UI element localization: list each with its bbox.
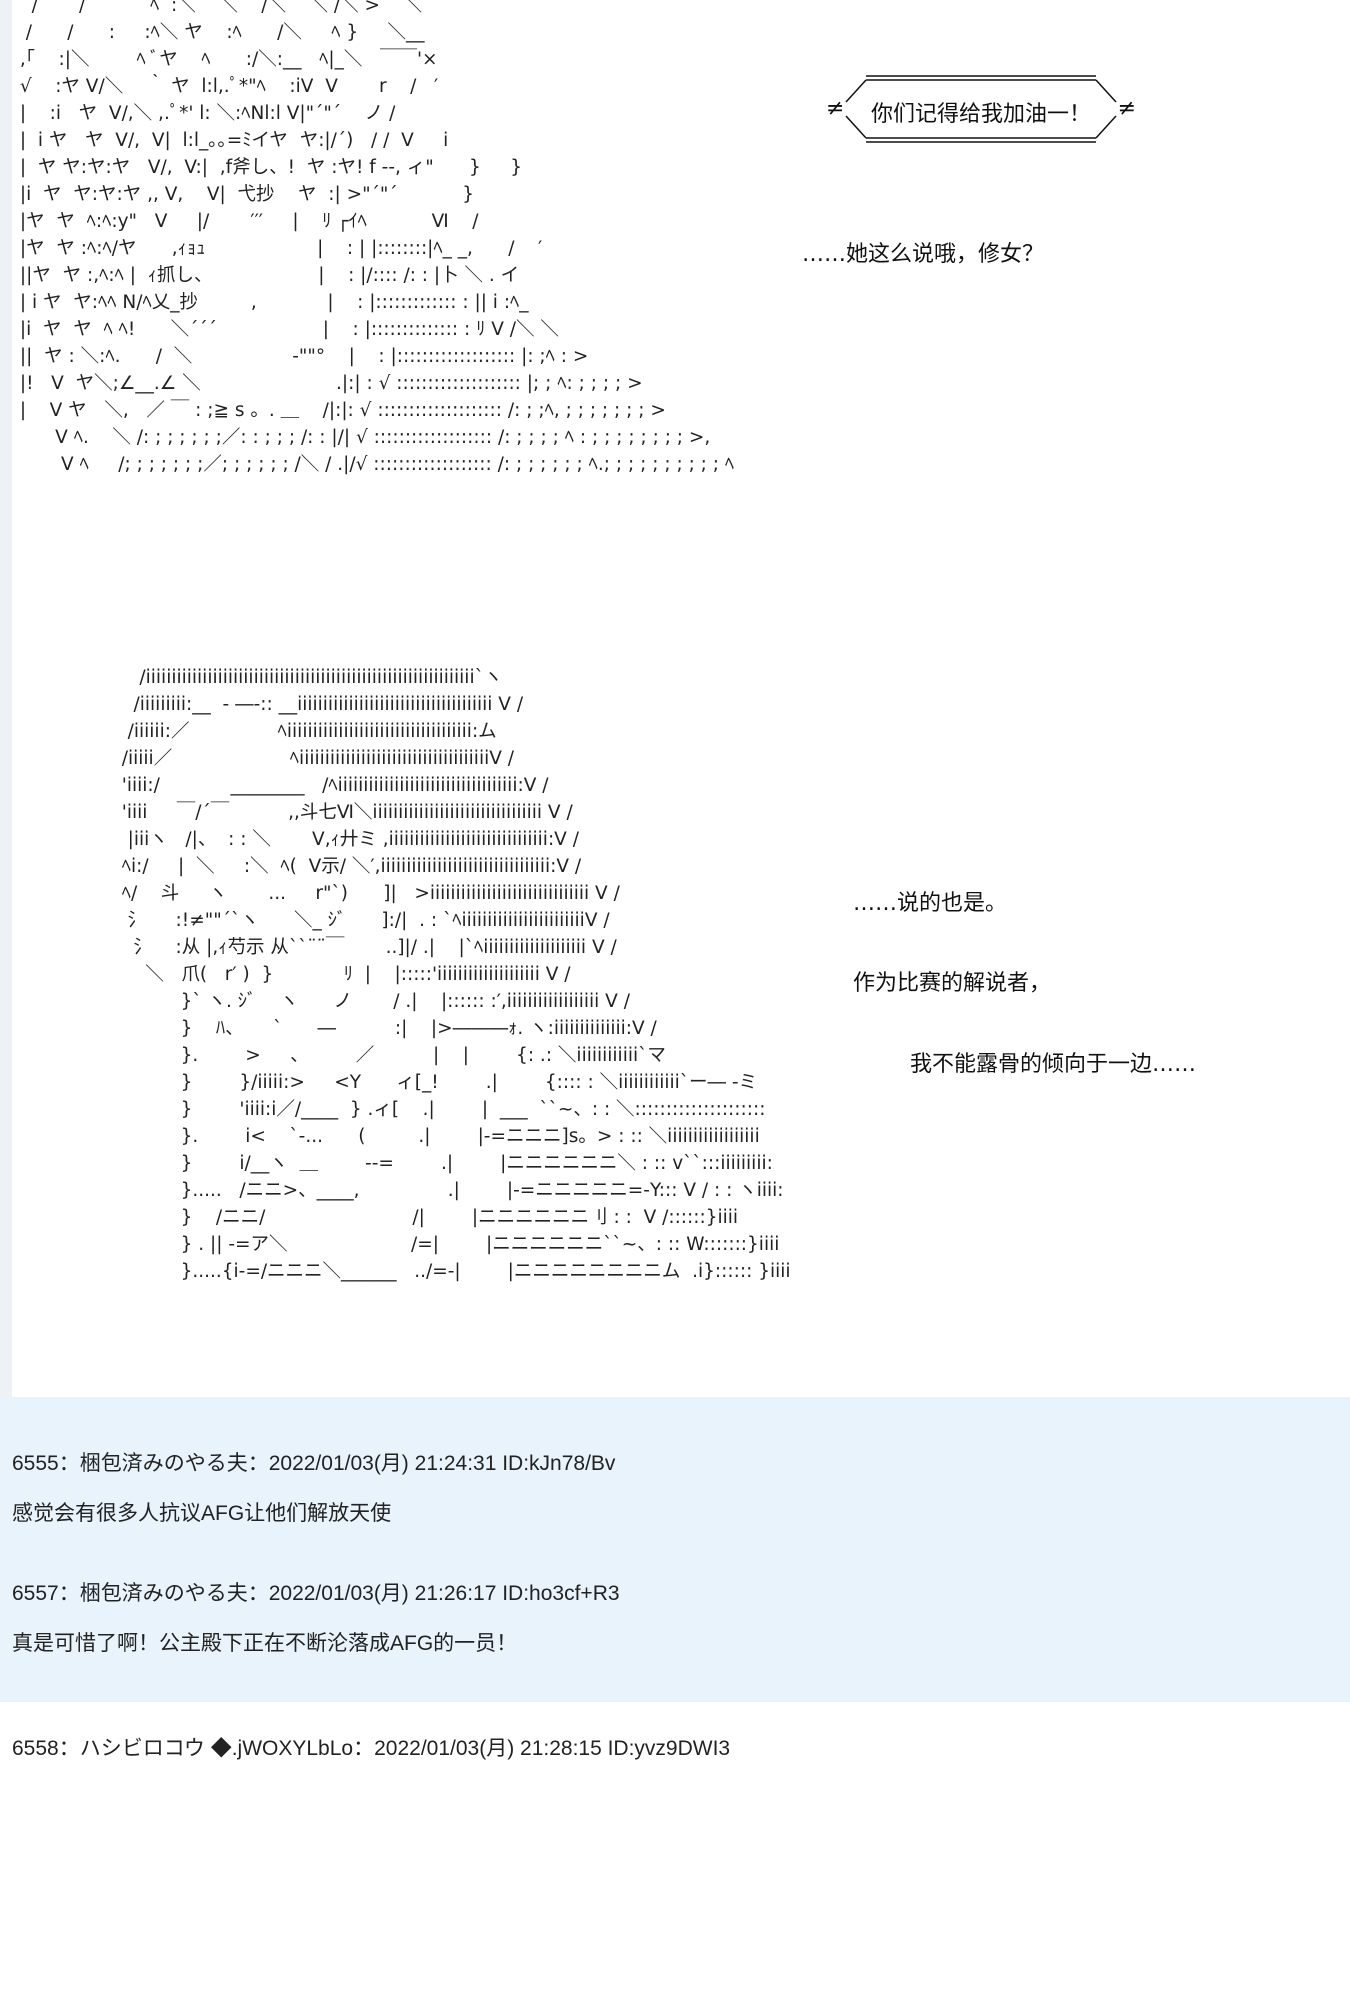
post-body: 真是可惜了啊！公主殿下正在不断沦落成AFG的一员！ — [12, 1632, 518, 1655]
post-thread: 6555：梱包済みのやる夫：2022/01/03(月) 21:24:31 ID:… — [0, 1397, 1350, 2000]
bubble-right-mark: ≠ — [1117, 96, 1136, 121]
dialogue-line-3: 作为比赛的解说者， — [853, 971, 1052, 996]
post-block-shaded: 6555：梱包済みのやる夫：2022/01/03(月) 21:24:31 ID:… — [0, 1397, 1350, 1702]
ascii-art-nun: /iiiiiiiiiiiiiiiiiiiiiiiiiiiiiiiiiiiiiii… — [121, 667, 791, 1282]
post-header: 6557：梱包済みのやる夫：2022/01/03(月) 21:26:17 ID:… — [12, 1582, 620, 1605]
bubble-text: 你们记得给我加油一！ — [870, 102, 1091, 127]
post-body: 感觉会有很多人抗议AFG让他们解放天使 — [12, 1502, 392, 1525]
bubble-left-mark: ≠ — [826, 96, 845, 121]
post-header: 6558：ハシビロコウ ◆.jWOXYLbLo：2022/01/03(月) 21… — [12, 1737, 731, 1760]
dialogue-line-2: ……说的也是。 — [853, 891, 1008, 916]
post-block-plain: 6558：ハシビロコウ ◆.jWOXYLbLo：2022/01/03(月) 21… — [0, 1702, 1350, 2000]
dialogue-line-4: 我不能露骨的倾向于一边…… — [910, 1052, 1197, 1077]
speech-bubble: ≠ 你们记得给我加油一！ ≠ — [826, 58, 1136, 158]
ascii-art-girl: / / ﾍ :＼ ＼ /＼ ＼ /＼ > ＼ / / : :ﾍ＼ ヤ :ﾍ /＼… — [19, 0, 735, 475]
post-header: 6555：梱包済みのやる夫：2022/01/03(月) 21:24:31 ID:… — [12, 1452, 616, 1475]
bubble-frame — [845, 75, 1117, 143]
dialogue-line-1: ……她这么说哦，修女？ — [802, 242, 1045, 267]
